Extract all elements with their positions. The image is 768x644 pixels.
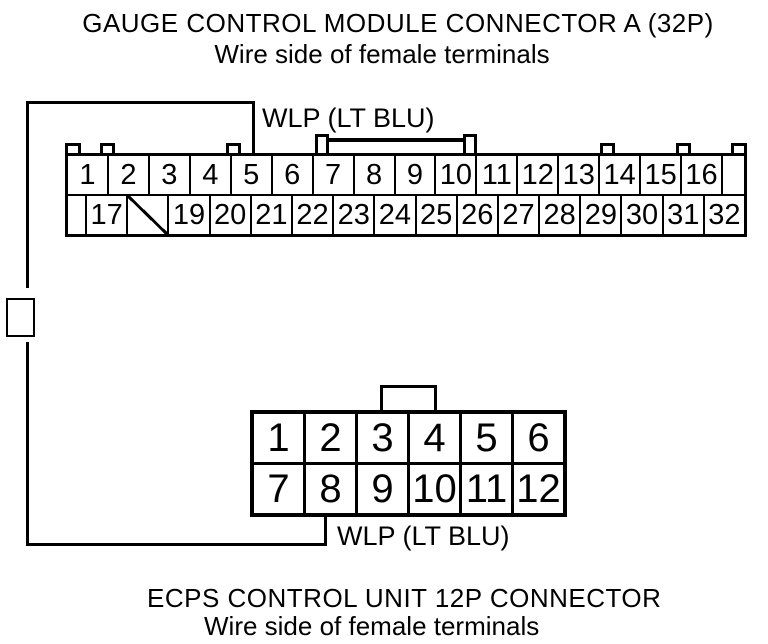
pin-cell: 30 xyxy=(622,196,664,234)
pin-row-17-32: 17 19 20 21 22 23 24 25 26 27 28 29 30 3… xyxy=(68,196,744,234)
pin-cell: 11 xyxy=(477,156,519,194)
wire-segment-pin5-drop xyxy=(252,101,255,153)
pin-row-1-16: 1 2 3 4 5 6 7 8 9 10 11 12 13 14 15 16 xyxy=(68,156,744,196)
pin-cell: 3 xyxy=(358,414,410,462)
pin-cell: 5 xyxy=(462,414,514,462)
pin-cell: 12 xyxy=(518,156,560,194)
wire-segment-left-lower xyxy=(26,342,29,546)
inline-connector-symbol xyxy=(6,298,35,337)
pin-cell: 8 xyxy=(355,156,396,194)
pin-cell: 13 xyxy=(559,156,601,194)
pin-cell: 17 xyxy=(87,196,129,234)
connector-corner-bump-right xyxy=(731,143,747,154)
pin-cell: 14 xyxy=(600,156,642,194)
pin-cell: 7 xyxy=(254,465,306,513)
pin-cell: 29 xyxy=(581,196,623,234)
pin-cell: 1 xyxy=(68,156,109,194)
pin-cell: 3 xyxy=(150,156,191,194)
pin-row-7-12: 7 8 9 10 11 12 xyxy=(254,465,563,513)
pin-cell: 19 xyxy=(169,196,211,234)
footer-title: ECPS CONTROL UNIT 12P CONNECTOR xyxy=(147,583,662,613)
connector-corner-bump-left xyxy=(65,143,81,154)
pin-cell: 22 xyxy=(293,196,335,234)
connector-top-tab xyxy=(380,385,437,410)
wire-segment-left-upper xyxy=(26,101,29,288)
footer-subtitle: Wire side of female terminals xyxy=(204,611,540,641)
pin-cell: 7 xyxy=(314,156,355,194)
pin-cell: 4 xyxy=(410,414,462,462)
pin-cell: 9 xyxy=(396,156,437,194)
pin-cell: 27 xyxy=(499,196,541,234)
connector-ridge-post-left xyxy=(315,134,329,153)
pin-cell: 24 xyxy=(375,196,417,234)
wire-label-bottom: WLP (LT BLU) xyxy=(337,521,510,551)
pin-cell: 2 xyxy=(306,414,358,462)
pin-cell: 6 xyxy=(527,416,550,460)
pin-cell: 26 xyxy=(458,196,499,234)
pin-cell: 1 xyxy=(254,414,306,462)
pin-cell: 23 xyxy=(334,196,376,234)
pin-cell: 31 xyxy=(664,196,705,234)
connector-ridge xyxy=(322,138,470,142)
wire-segment-bottom-horizontal xyxy=(26,543,327,546)
connector-tab xyxy=(676,143,691,154)
blank-cavity xyxy=(68,196,87,234)
wire-segment-pin8-riser xyxy=(324,514,327,546)
connector-tab xyxy=(226,143,241,154)
pin-cell: 2 xyxy=(109,156,150,194)
pin-cell: 8 xyxy=(306,465,358,513)
wire-segment-top-horizontal xyxy=(26,101,255,104)
pin-cell: 4 xyxy=(191,156,232,194)
pin-cell: 32 xyxy=(708,198,741,231)
page-title: GAUGE CONTROL MODULE CONNECTOR A (32P) xyxy=(82,8,714,38)
pin-cell: 5 xyxy=(232,156,273,194)
page-subtitle: Wire side of female terminals xyxy=(214,39,550,69)
pin-cell: 20 xyxy=(211,196,252,234)
blank-cavity xyxy=(723,156,744,194)
pin-cell: 6 xyxy=(273,156,314,194)
pin-cell: 9 xyxy=(358,465,410,513)
gauge-connector-32p: 1 2 3 4 5 6 7 8 9 10 11 12 13 14 15 16 1… xyxy=(65,153,747,237)
pin-cell: 25 xyxy=(417,196,458,234)
pin-cell: 21 xyxy=(252,196,293,234)
wire-label-top: WLP (LT BLU) xyxy=(262,103,435,133)
pin-cell: 10 xyxy=(410,465,462,513)
pin-cell: 28 xyxy=(540,196,582,234)
pin-cell: 10 xyxy=(436,156,478,194)
ecps-connector-12p: 1 2 3 4 5 6 7 8 9 10 11 12 xyxy=(250,410,567,517)
pin-cell: 12 xyxy=(516,467,561,511)
pin-cell: 16 xyxy=(682,156,723,194)
connector-tab xyxy=(600,143,615,154)
pin-cell-no-terminal xyxy=(128,196,170,234)
pin-cell: 15 xyxy=(641,156,683,194)
connector-tab xyxy=(100,143,115,154)
pin-row-1-6: 1 2 3 4 5 6 xyxy=(254,414,563,465)
pin-cell: 11 xyxy=(462,465,514,513)
connector-ridge-post-right xyxy=(463,134,477,153)
